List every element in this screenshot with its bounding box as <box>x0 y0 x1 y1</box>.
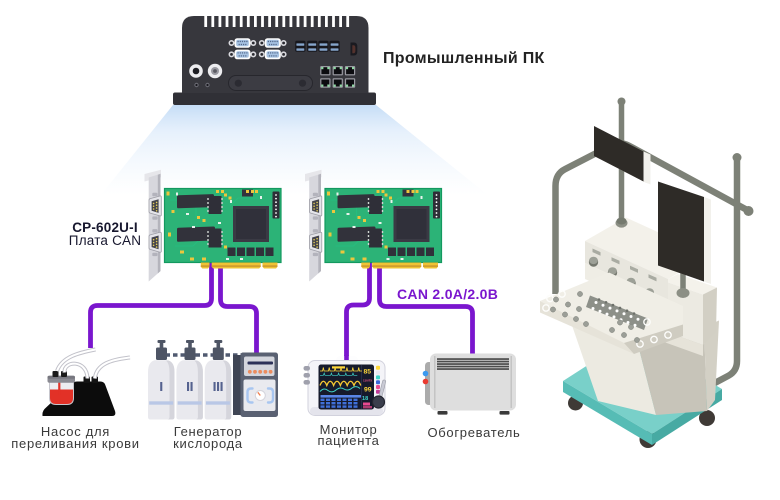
svg-text:99: 99 <box>364 387 372 394</box>
svg-text:18: 18 <box>362 396 368 402</box>
svg-text:110/75: 110/75 <box>363 379 372 383</box>
svg-text:85: 85 <box>364 369 372 376</box>
